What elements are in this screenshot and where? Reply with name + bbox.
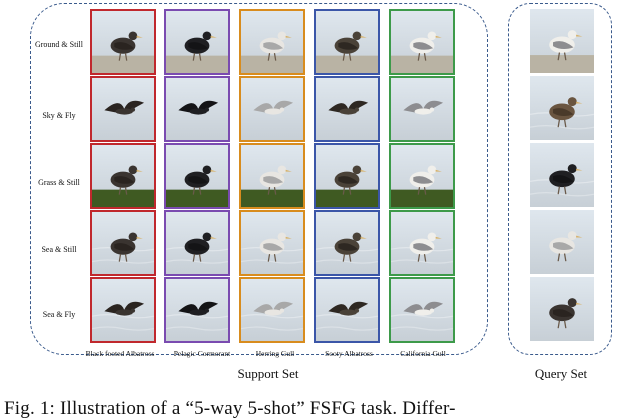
support-image: [314, 210, 380, 276]
row-label-sea-fly: Sea & Fly: [42, 310, 76, 319]
col-label-sooty-albatross: Sooty Albatross: [325, 349, 373, 358]
row-label-ground-still: Ground & Still: [34, 40, 83, 49]
col-label-pelagic-cormorant: Pelagic Cormorant: [173, 349, 231, 358]
support-image: [389, 9, 455, 75]
support-image: [164, 277, 230, 343]
support-image: [389, 277, 455, 343]
support-image: [239, 210, 305, 276]
query-image: [530, 277, 594, 341]
support-image: [90, 143, 156, 209]
query-set-frame: [508, 3, 612, 355]
support-image: [164, 9, 230, 75]
support-image: [239, 9, 305, 75]
query-image: [530, 76, 594, 140]
row-label-sky-fly: Sky & Fly: [42, 111, 76, 120]
support-image: [90, 210, 156, 276]
support-image: [239, 277, 305, 343]
support-image: [314, 76, 380, 142]
row-label-grass-still: Grass & Still: [38, 178, 80, 187]
query-set-title: Query Set: [534, 366, 588, 381]
support-image: [90, 76, 156, 142]
support-image: [314, 9, 380, 75]
support-image: [90, 9, 156, 75]
support-image: [239, 76, 305, 142]
support-set-title: Support Set: [237, 366, 299, 381]
support-image: [389, 210, 455, 276]
support-image: [239, 143, 305, 209]
row-label-sea-still: Sea & Still: [41, 245, 77, 254]
support-image: [389, 76, 455, 142]
support-image: [90, 277, 156, 343]
support-image: [314, 277, 380, 343]
figure-caption: Fig. 1: Illustration of a “5-way 5-shot”…: [4, 398, 456, 419]
support-image: [314, 143, 380, 209]
col-label-black-footed-albatross: Black footed Albatross: [85, 349, 155, 358]
support-set-frame: [30, 3, 488, 355]
col-label-california-gull: California Gull: [400, 349, 446, 358]
query-image: [530, 210, 594, 274]
support-image: [164, 143, 230, 209]
col-label-herring-gull: Herring Gull: [255, 349, 295, 358]
support-image: [164, 210, 230, 276]
support-image: [389, 143, 455, 209]
query-image: [530, 143, 594, 207]
support-image: [164, 76, 230, 142]
query-image: [530, 9, 594, 73]
